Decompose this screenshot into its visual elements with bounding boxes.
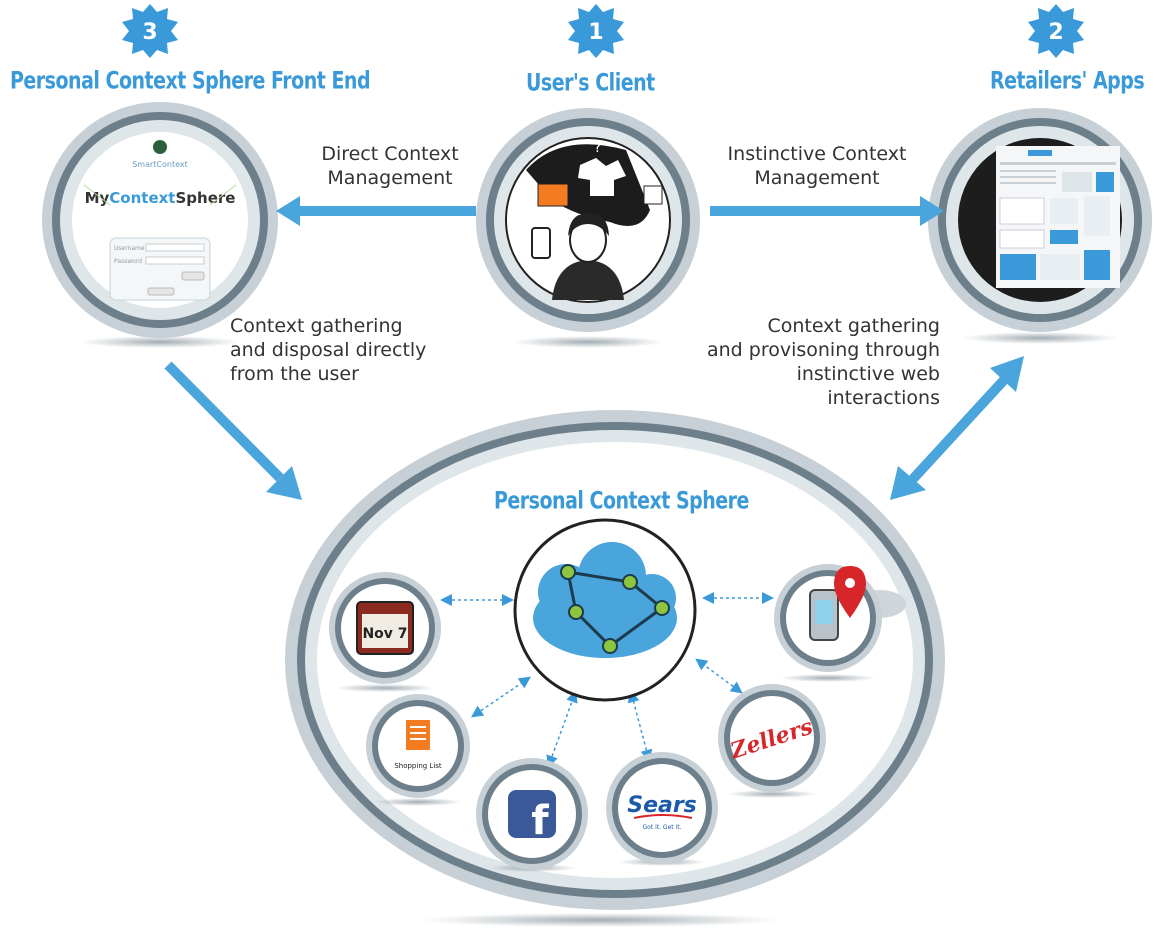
connector-zellers bbox=[695, 658, 743, 694]
shopping-list-node: Shopping List bbox=[366, 694, 470, 806]
hanger-icon: ? bbox=[594, 140, 601, 156]
sears-node: Sears Got it. Get it. bbox=[606, 752, 718, 866]
instinctive-context-line-1: Instinctive Context bbox=[727, 143, 907, 165]
gathering-web-line-1: Context gathering bbox=[767, 315, 940, 337]
gathering-user-line-1: Context gathering bbox=[230, 315, 403, 337]
gathering-user-arrow bbox=[164, 361, 302, 500]
gathering-web-line-3: instinctive web bbox=[796, 363, 940, 385]
credit-card-icon bbox=[537, 183, 569, 207]
instinctive-context-arrow bbox=[710, 196, 944, 226]
keypad-icon bbox=[643, 185, 663, 205]
users-client-node: ? bbox=[476, 108, 700, 348]
facebook-icon bbox=[508, 790, 556, 838]
front-end-shadow bbox=[80, 336, 240, 348]
sears-logo: Sears bbox=[627, 793, 697, 818]
facebook-logo-letter: f bbox=[531, 798, 549, 844]
badge-2-icon: 2 bbox=[1028, 4, 1084, 58]
sphere-connectors bbox=[440, 592, 774, 768]
gathering-web-arrow bbox=[890, 356, 1024, 500]
direct-context-label: Direct Context Management bbox=[310, 142, 470, 190]
login-card: Username Password bbox=[109, 237, 211, 301]
connector-shopping bbox=[471, 676, 531, 718]
badge-1-label: 1 bbox=[588, 20, 603, 45]
cloud-graph-node bbox=[513, 518, 697, 702]
personal-context-sphere-title: Personal Context Sphere bbox=[494, 487, 749, 515]
badge-1-icon: 1 bbox=[568, 4, 624, 58]
gathering-web-line-2: and provisoning through bbox=[706, 339, 940, 361]
login-button[interactable] bbox=[181, 271, 205, 281]
smartcontext-logo-icon bbox=[153, 140, 167, 154]
location-phone-node bbox=[774, 564, 906, 682]
badge-3-icon: 3 bbox=[122, 4, 178, 58]
shopping-list-label: Shopping List bbox=[394, 762, 442, 770]
password-label: Password bbox=[114, 258, 142, 265]
login-brand: SmartContext bbox=[132, 160, 188, 169]
gathering-user-line-2: and disposal directly bbox=[230, 339, 427, 361]
location-pin-icon bbox=[834, 566, 866, 618]
instinctive-context-label: Instinctive Context Management bbox=[712, 142, 922, 190]
badge-3-label: 3 bbox=[142, 20, 157, 45]
calendar-date: Nov 7 bbox=[362, 626, 407, 642]
sphere-shadow bbox=[420, 913, 780, 927]
badge-2-label: 2 bbox=[1048, 20, 1063, 45]
retailers-apps-shadow bbox=[962, 332, 1118, 344]
person-body bbox=[552, 260, 624, 300]
direct-context-line-2: Management bbox=[327, 167, 453, 189]
password-field[interactable] bbox=[145, 256, 205, 265]
front-end-node: Username Password SmartContext MyContext… bbox=[42, 102, 278, 348]
username-field[interactable] bbox=[145, 243, 205, 252]
zellers-node: Zellers bbox=[718, 684, 826, 798]
username-label: Username bbox=[114, 245, 145, 252]
phone-icon bbox=[531, 227, 551, 259]
facebook-node: f bbox=[476, 758, 588, 872]
gathering-web-line-4: interactions bbox=[827, 387, 940, 409]
front-end-title: Personal Context Sphere Front End bbox=[10, 67, 371, 95]
sears-tagline: Got it. Get it. bbox=[643, 824, 682, 831]
retailers-apps-node bbox=[928, 108, 1152, 344]
login-title: MyContextSphere bbox=[85, 189, 236, 207]
person-hair bbox=[568, 213, 609, 236]
instinctive-context-line-2: Management bbox=[754, 167, 880, 189]
users-client-title: User's Client bbox=[526, 69, 655, 97]
direct-context-line-1: Direct Context bbox=[321, 143, 459, 165]
calendar-node: Nov 7 bbox=[329, 572, 441, 692]
register-button[interactable] bbox=[147, 287, 175, 296]
connector-sears bbox=[627, 690, 653, 762]
retailers-apps-title: Retailers' Apps bbox=[990, 67, 1145, 95]
gathering-user-label: Context gathering and disposal directly … bbox=[230, 314, 460, 386]
gathering-user-line-3: from the user bbox=[230, 363, 359, 385]
gathering-web-label: Context gathering and provisoning throug… bbox=[664, 314, 940, 410]
shirt-icon bbox=[578, 158, 626, 196]
graph-nodes bbox=[560, 564, 670, 654]
users-client-shadow bbox=[513, 336, 663, 348]
shopping-list-icon bbox=[406, 720, 430, 750]
direct-context-arrow bbox=[276, 196, 476, 226]
